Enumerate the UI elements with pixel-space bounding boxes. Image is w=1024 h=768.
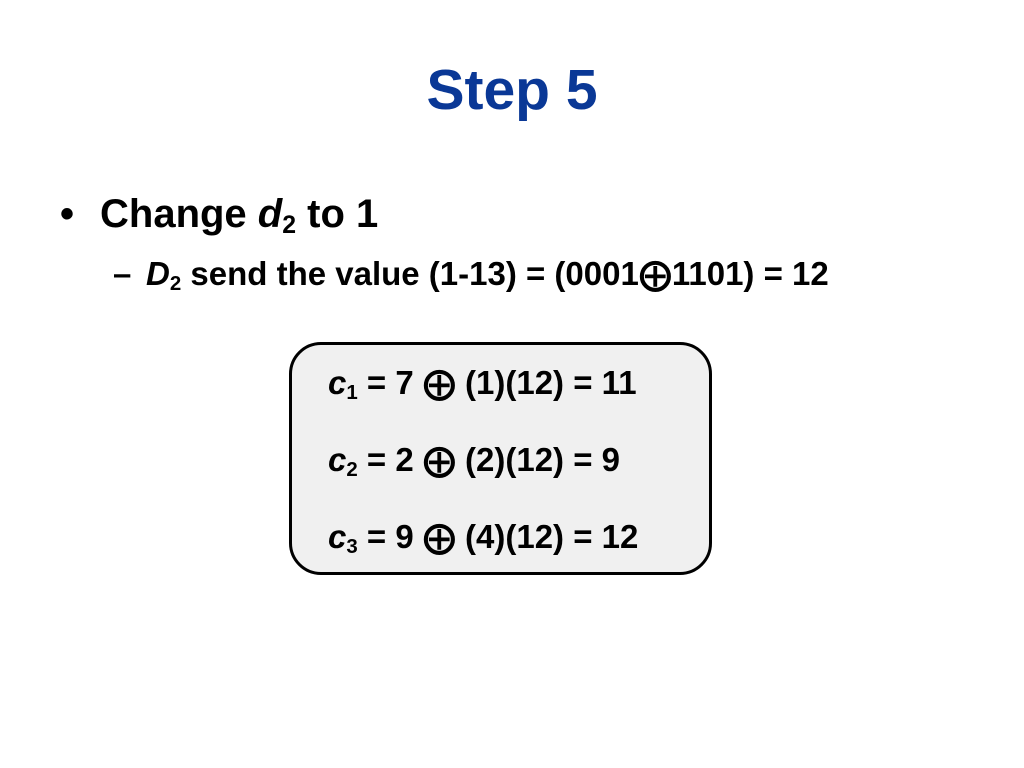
bullet-item: • Change d2 to 1 xyxy=(60,190,378,238)
equation-c3: c3 = 9 ⨁ (4)(12) = 12 xyxy=(328,518,668,559)
equation-c2: c2 = 2 ⨁ (2)(12) = 9 xyxy=(328,441,668,482)
equation-box xyxy=(289,342,712,575)
equation-subscript: 3 xyxy=(346,535,358,559)
slide-title: Step 5 xyxy=(426,58,598,122)
subbullet-content: D2 send the value (1-13) = (0001⨁1101) =… xyxy=(113,254,933,296)
bullet-variable: d xyxy=(257,192,283,236)
equation-expression: = 2 ⨁ (2)(12) = 9 xyxy=(357,441,621,478)
subbullet-item: – D2 send the value (1-13) = (0001⨁1101)… xyxy=(113,254,933,296)
subbullet-variable: D xyxy=(146,255,170,292)
equation-expression: = 7 ⨁ (1)(12) = 11 xyxy=(357,364,637,401)
subbullet-marker: – xyxy=(113,255,132,292)
bullet-text-before: Change xyxy=(100,192,258,236)
equation-variable: c xyxy=(328,364,347,401)
equation-variable: c xyxy=(328,441,347,478)
equation-c1: c1 = 7 ⨁ (1)(12) = 11 xyxy=(328,364,668,405)
equation-subscript: 1 xyxy=(346,381,358,405)
subbullet-text: send the value (1-13) = (0001⨁1101) = 12 xyxy=(181,255,829,292)
subbullet-subscript: 2 xyxy=(169,272,182,296)
equation-variable: c xyxy=(328,518,347,555)
equation-subscript: 2 xyxy=(346,458,358,482)
bullet-text-after: to 1 xyxy=(296,192,379,236)
bullet-subscript: 2 xyxy=(282,212,297,240)
equation-expression: = 9 ⨁ (4)(12) = 12 xyxy=(357,518,639,555)
bullet-marker: • xyxy=(60,192,75,236)
